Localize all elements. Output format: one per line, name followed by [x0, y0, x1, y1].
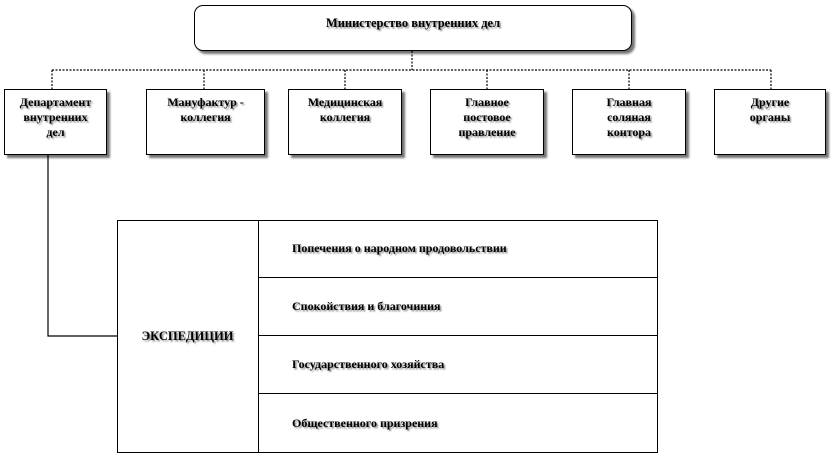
expeditions-title-cell: ЭКСПЕДИЦИИ	[117, 220, 259, 453]
department-label: Департамент внутренних дел	[19, 95, 92, 139]
department-box-medical: Медицинская коллегия	[288, 89, 402, 155]
expedition-row: Государственного хозяйства	[259, 336, 658, 394]
expedition-row: Попечения о народном продовольствии	[259, 220, 658, 278]
department-to-expeditions-line	[47, 155, 117, 337]
department-label: Главная соляная контора	[606, 95, 652, 139]
department-label: Медицинская коллегия	[307, 95, 383, 124]
expedition-label: Спокойствия и благочиния	[292, 299, 441, 313]
expedition-label: Государственного хозяйства	[292, 357, 445, 371]
expedition-row: Общественного призрения	[259, 394, 658, 453]
department-box-postal: Главное постовое правление	[430, 89, 544, 155]
expeditions-title: ЭКСПЕДИЦИИ	[141, 329, 234, 343]
ministry-label: Министерство внутренних дел	[325, 16, 501, 30]
department-box-manufactory: Мануфактур - коллегия	[146, 89, 265, 155]
expeditions-table	[117, 220, 658, 453]
department-label: Мануфактур - коллегия	[167, 95, 244, 124]
department-label: Главное постовое правление	[458, 95, 516, 139]
expedition-label: Общественного призрения	[292, 416, 438, 430]
department-box-interior: Департамент внутренних дел	[4, 89, 107, 155]
ministry-box: Министерство внутренних дел	[194, 5, 632, 51]
department-label: Другие органы	[749, 95, 791, 124]
department-box-other: Другие органы	[714, 89, 826, 155]
department-box-salt: Главная соляная контора	[572, 89, 686, 155]
expedition-label: Попечения о народном продовольствии	[292, 241, 507, 255]
expedition-row: Спокойствия и благочиния	[259, 278, 658, 336]
